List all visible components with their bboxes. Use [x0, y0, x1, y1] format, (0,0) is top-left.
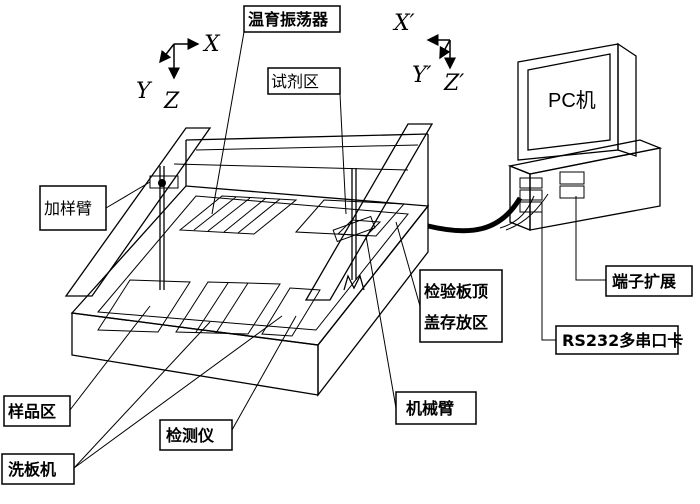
plate-cover-storage-label-line1: 检验板顶 [424, 282, 488, 301]
rs232-card-label: RS232多串口卡 [562, 331, 683, 350]
terminal-expansion-label: 端子扩展 [612, 272, 677, 291]
callout-detector: 检测仪 [159, 315, 297, 451]
detector-tray [175, 281, 281, 335]
incubator-shaker-label: 温育振荡器 [247, 10, 329, 29]
arm-axes: X′ Y′ Z′ [392, 11, 464, 96]
mechanical-arm-label: 机械臂 [406, 399, 454, 418]
incubator-shaker-slots [178, 195, 298, 235]
axis-y-prime-label: Y′ [412, 63, 432, 88]
callout-plate-cover-storage: 检验板顶 盖存放区 [395, 221, 503, 343]
callout-reagent-zone: 试剂区 [267, 67, 347, 215]
gantry-rails [64, 123, 434, 301]
plate-washer-tray [261, 287, 321, 337]
callout-rs232-card: RS232多串口卡 [541, 208, 683, 355]
axis-z-label: Z [163, 89, 180, 114]
callout-plate-washer: 洗板机 [1, 315, 283, 485]
callout-sample-arm: 加样臂 [39, 181, 151, 231]
callout-terminal-expansion: 端子扩展 [575, 196, 693, 297]
machine-axes: X Y Z [136, 32, 221, 114]
axis-x-label: X [202, 32, 221, 57]
serial-cables [427, 193, 549, 234]
sample-zone-label: 样品区 [8, 402, 56, 421]
pc-label: PC机 [548, 89, 596, 112]
plate-cover-storage-label-line2: 盖存放区 [424, 313, 488, 332]
callout-sample-zone: 样品区 [3, 305, 151, 427]
sample-zone-tray [97, 279, 191, 333]
instrument-platform [70, 133, 430, 397]
sample-arm-label: 加样臂 [44, 199, 92, 218]
axis-y-label: Y [136, 79, 153, 104]
axis-z-prime-label: Z′ [443, 71, 464, 96]
callout-incubator-shaker: 温育振荡器 [211, 5, 341, 215]
sample-arm [149, 166, 179, 290]
detector-label: 检测仪 [166, 426, 215, 445]
mechanical-arm [332, 168, 376, 291]
reagent-zone-label: 试剂区 [271, 72, 319, 91]
callout-mechanical-arm: 机械臂 [365, 235, 477, 425]
axis-x-prime-label: X′ [392, 11, 415, 36]
pc-computer: PC机 [507, 42, 663, 231]
plate-washer-label: 洗板机 [8, 460, 56, 479]
